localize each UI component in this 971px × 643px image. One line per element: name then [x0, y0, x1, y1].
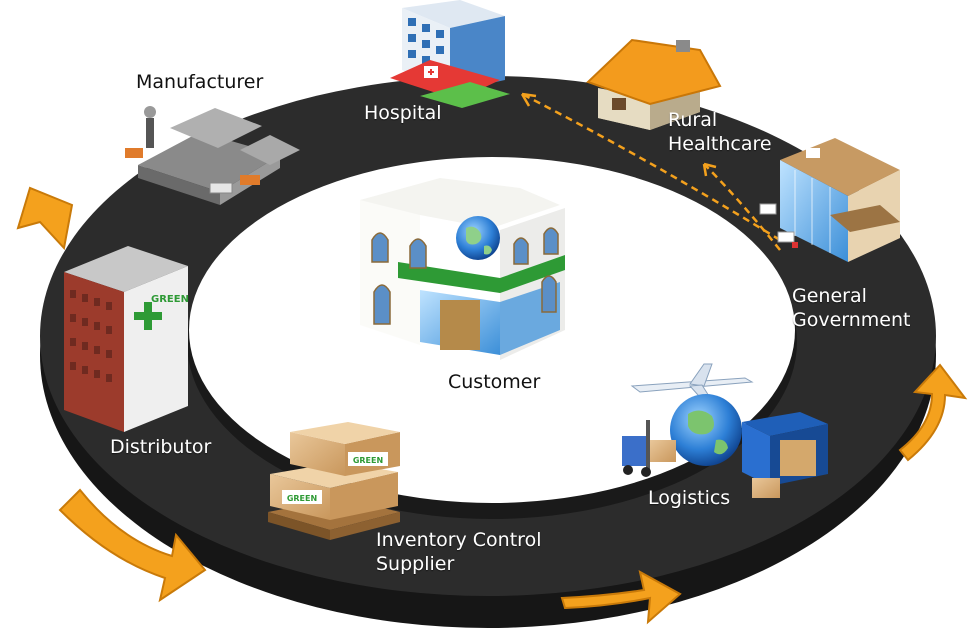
thatched-house-icon: [586, 38, 722, 130]
label-rural-healthcare-line-1: Rural: [668, 109, 718, 131]
arrow-left-top: [16, 186, 74, 251]
delivery-truck-icon: [759, 203, 798, 248]
forklift-icon: [622, 420, 676, 477]
factory-icon: [125, 106, 300, 205]
arrow-left-bottom: [58, 488, 207, 603]
globe-airplane-container-icon: [622, 363, 828, 498]
label-hospital: Hospital: [364, 102, 442, 124]
label-inventory-line-1: Inventory Control: [376, 529, 542, 551]
label-general-government-line-1: General: [792, 285, 867, 307]
hospital-building-icon: [390, 0, 510, 108]
label-logistics: Logistics: [648, 487, 731, 509]
label-general-government: General Government: [792, 284, 911, 332]
label-rural-healthcare-line-2: Healthcare: [668, 133, 772, 155]
label-general-government-line-2: Government: [792, 309, 911, 331]
shipping-container-icon: [742, 412, 828, 498]
box-logo-text: GREEN: [287, 494, 317, 503]
delivery-routes: [520, 92, 781, 251]
label-customer: Customer: [448, 371, 541, 393]
label-inventory-control-supplier: Inventory Control Supplier: [376, 528, 541, 576]
label-distributor: Distributor: [110, 436, 212, 458]
label-manufacturer: Manufacturer: [136, 71, 264, 93]
green-plus-logo: GREEN: [134, 294, 189, 330]
green-logo-label: GREEN GREEN: [282, 452, 388, 504]
pharmacy-store-icon: [360, 178, 565, 360]
cycle-arrows: [16, 186, 968, 625]
box-logo-text: GREEN: [353, 456, 383, 465]
boxes-on-pallet-icon: GREEN GREEN: [268, 422, 400, 540]
label-rural-healthcare: Rural Healthcare: [668, 108, 772, 156]
arrow-right: [898, 363, 968, 462]
globe-icon: [456, 216, 500, 260]
government-building-icon: [759, 138, 900, 262]
building-logo-text: GREEN: [151, 294, 189, 305]
label-inventory-line-2: Supplier: [376, 553, 455, 575]
highrise-building-icon: GREEN: [64, 246, 189, 432]
arrow-bottom-right: [560, 570, 682, 625]
